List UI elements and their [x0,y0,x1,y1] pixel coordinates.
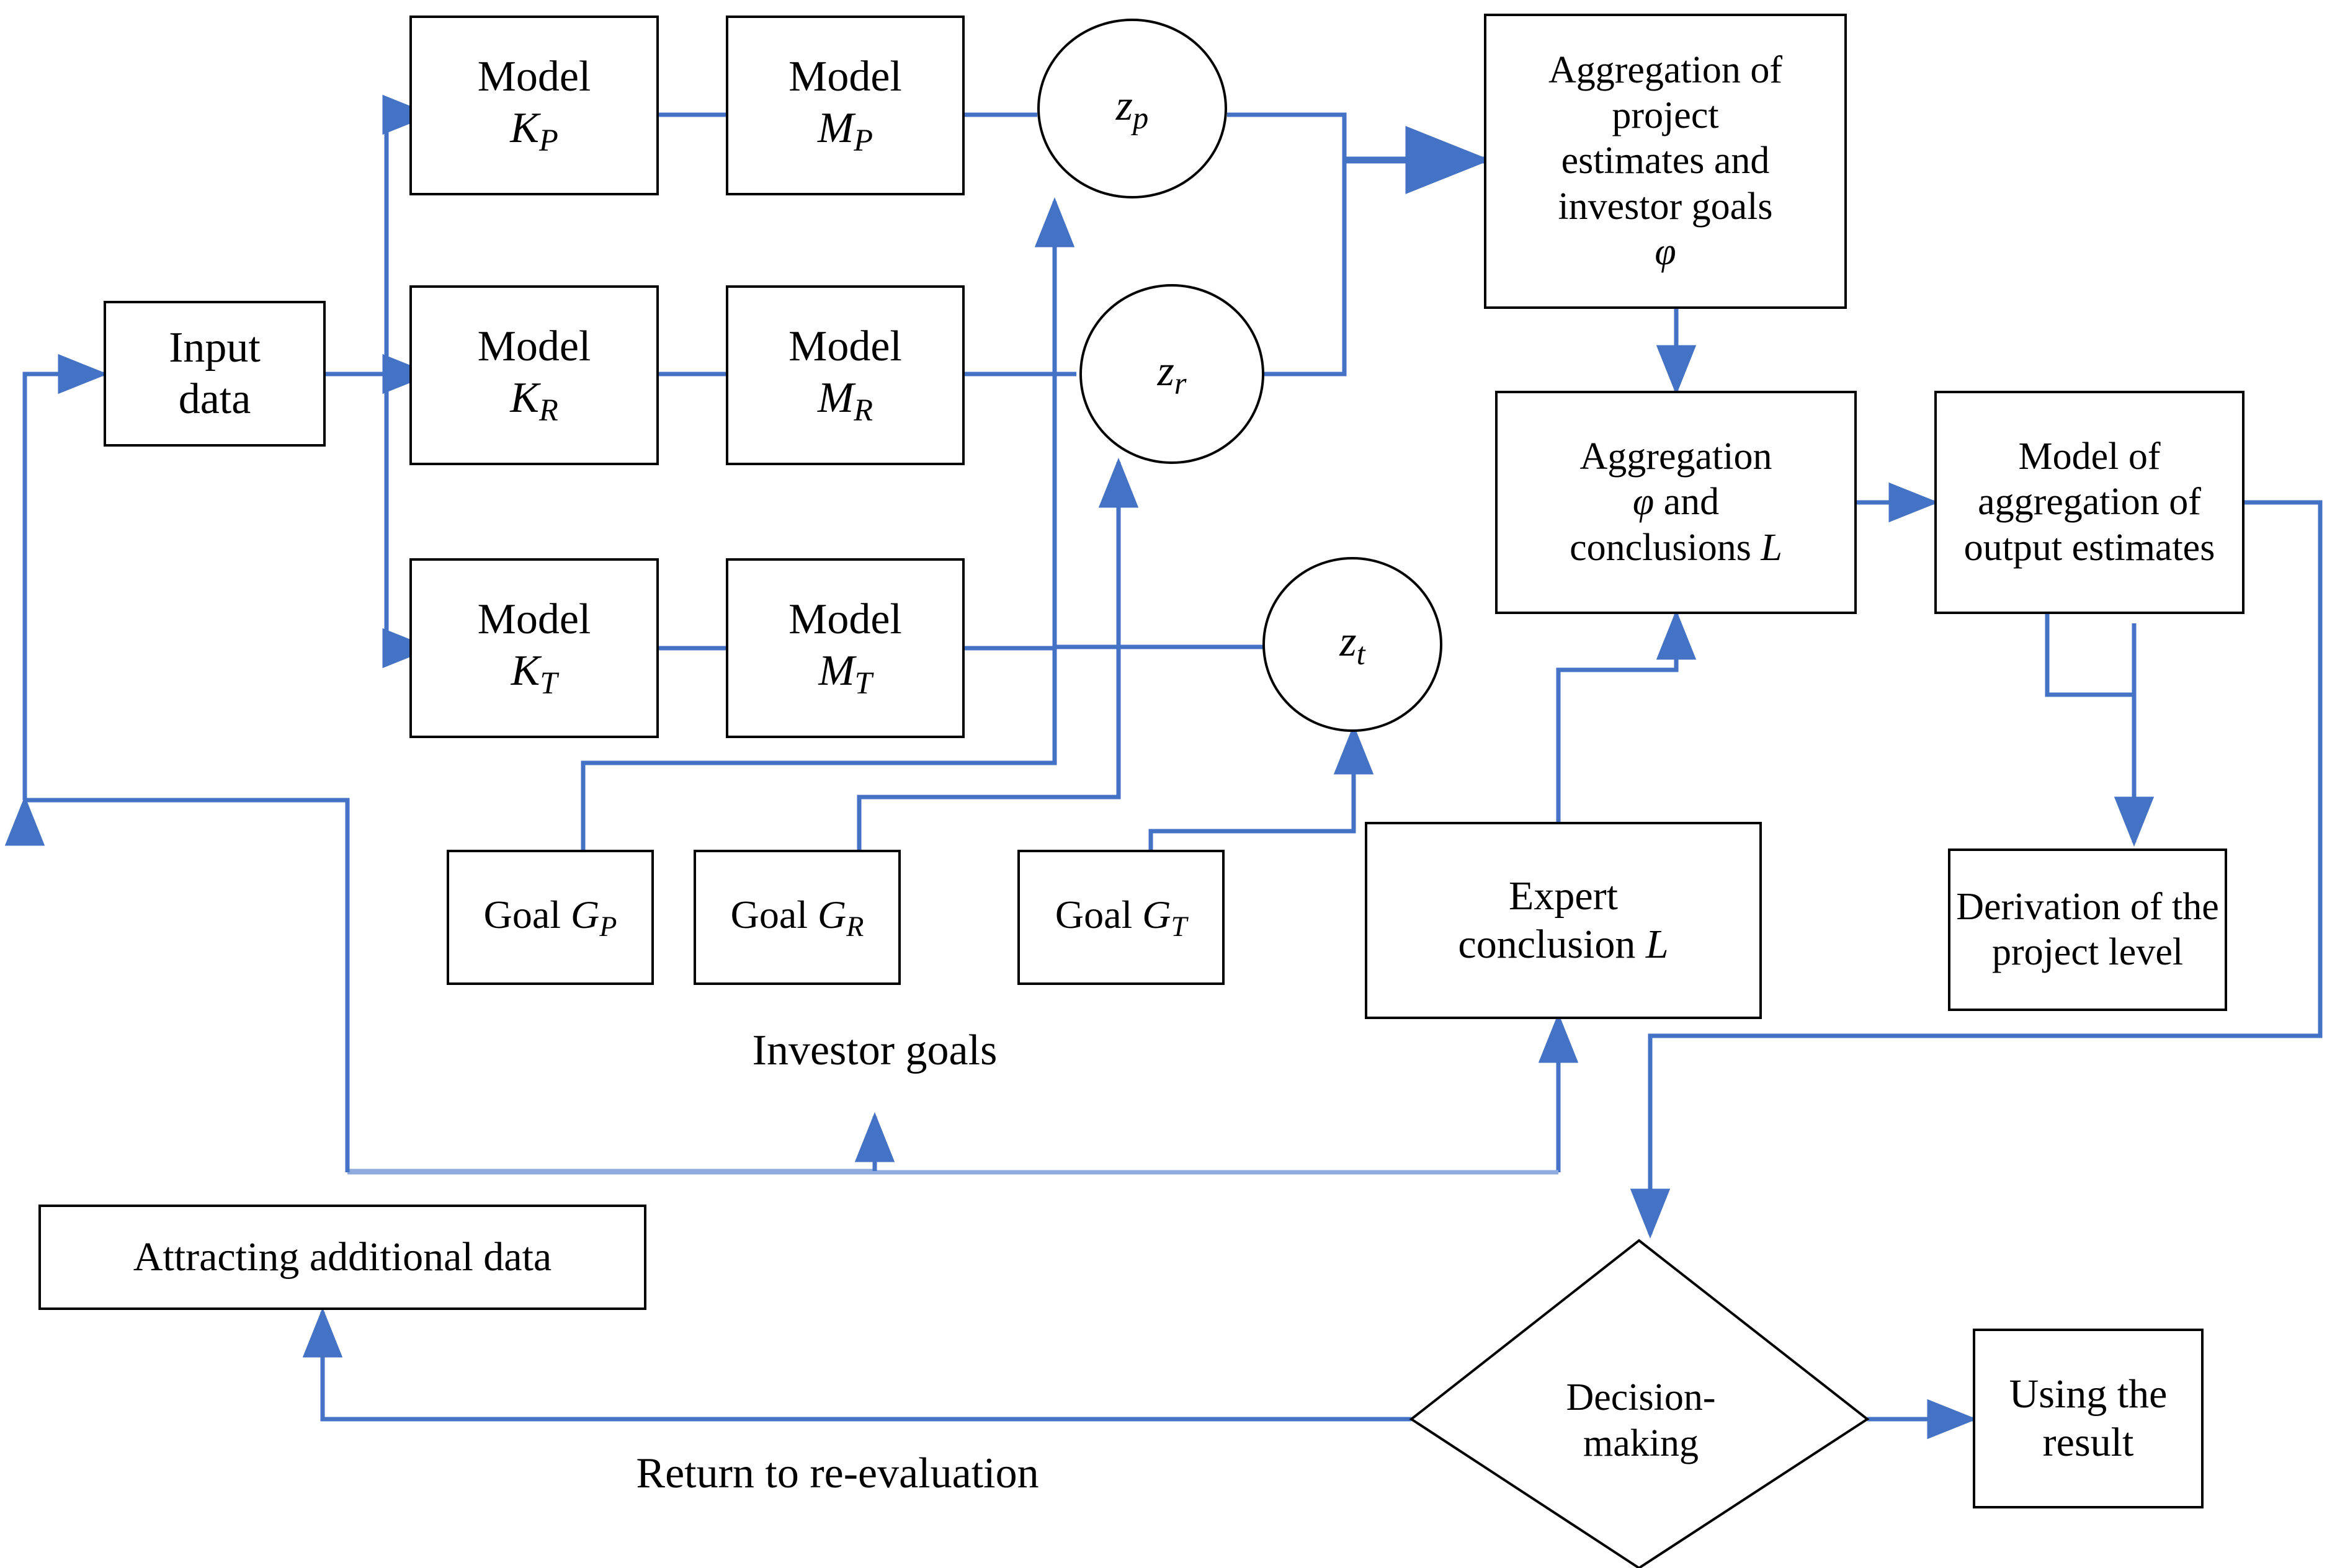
model-mp-base: M [817,104,854,152]
edge-modelout-to-derivation [2045,614,2155,847]
zt-sub: t [1356,636,1365,671]
node-aggregation-project[interactable]: Aggregation of project estimates and inv… [1484,14,1847,309]
zr-sub: r [1174,365,1187,401]
model-mp-sub: P [854,123,873,158]
zr-base: z [1157,347,1174,395]
edge-leftrail-up [25,798,350,1172]
agg-phi-symbol: φ [1632,481,1655,523]
goal-gt-base: G [1142,892,1171,937]
agg-phi-and: and [1654,481,1720,523]
node-goal-gr[interactable]: Goal GR [694,850,901,985]
edge-rightrail-down [1630,500,2323,1239]
edge-expert-to-aggphi [1556,610,1697,831]
model-mr-sub: R [854,393,873,428]
model-mp-word: Model [788,53,902,101]
model-kp-base: K [510,104,539,152]
model-mt-sub: T [854,666,872,701]
model-kt-sub: T [540,666,558,701]
zp-sub: p [1133,100,1149,135]
model-kp-word: Model [477,53,591,101]
using-l1: Using the [2009,1371,2168,1417]
agg-project-l3: estimates and [1561,140,1770,182]
edge-decision-to-attracting [302,1307,1411,1422]
node-decision-making[interactable]: Decision- making [1526,1349,1756,1492]
model-mr-word: Model [788,323,902,371]
model-kt-base: K [511,647,540,695]
edge-zr-bus [1264,160,1347,376]
agg-project-phi: φ [1655,230,1676,273]
decision-l2: making [1583,1422,1699,1464]
expert-L: L [1645,922,1669,967]
node-input-data[interactable]: Input data [104,301,326,447]
goal-gr-sub: R [846,910,864,942]
zt-base: z [1339,617,1357,666]
node-expert-conclusion[interactable]: Expert conclusion L [1365,822,1762,1019]
edge-gp-to-zp [581,197,1075,850]
node-attracting-additional-data[interactable]: Attracting additional data [38,1205,646,1310]
node-model-mp[interactable]: Model MP [726,16,965,195]
edge-gr-to-zr [857,458,1139,850]
agg-phi-l1: Aggregation [1579,435,1772,478]
node-zt[interactable]: zt [1262,557,1442,732]
node-goal-gp[interactable]: Goal GP [447,850,654,985]
derivation-l1: Derivation of the [1956,885,2219,928]
node-model-output-aggregation[interactable]: Model of aggregation of output estimates [1934,391,2244,614]
model-out-l1: Model of [2018,435,2161,478]
decision-l1: Decision- [1566,1376,1716,1419]
caption-investor-goals: Investor goals [689,1022,1061,1079]
model-kr-base: K [510,374,539,422]
model-mt-word: Model [788,595,902,644]
goal-gp-sub: P [599,910,617,942]
goal-gr-prefix: Goal [730,892,818,937]
zp-base: z [1115,81,1133,130]
agg-project-l2: project [1612,94,1719,137]
model-kr-sub: R [538,393,558,428]
edge-zp-bus [1227,112,1347,160]
node-model-kt[interactable]: Model KT [409,558,659,738]
agg-phi-conclusions: conclusions [1570,526,1761,569]
input-data-line2: data [178,375,251,423]
agg-phi-L: L [1761,526,1782,569]
expert-l1: Expert [1509,873,1618,919]
model-kp-sub: P [538,123,558,158]
goal-gp-base: G [571,892,600,937]
edge-gt-to-zt [1148,724,1374,850]
decision-diamond-shape [1409,1239,1870,1568]
goal-gt-prefix: Goal [1055,892,1143,937]
agg-project-l4: investor goals [1558,185,1773,228]
goal-gp-prefix: Goal [483,892,571,937]
node-model-kr[interactable]: Model KR [409,285,659,465]
agg-project-l1: Aggregation of [1548,49,1783,92]
input-data-line1: Input [169,323,261,372]
node-using-the-result[interactable]: Using the result [1973,1329,2204,1508]
node-model-kp[interactable]: Model KP [409,16,659,195]
node-model-mr[interactable]: Model MR [726,285,965,465]
investor-goals-text: Investor goals [752,1026,998,1074]
model-out-l2: aggregation of [1978,481,2201,523]
node-zr[interactable]: zr [1079,284,1264,464]
node-derivation-project-level[interactable]: Derivation of the project level [1948,849,2227,1011]
model-mt-base: M [818,647,855,695]
using-l2: result [2042,1420,2134,1465]
node-zp[interactable]: zp [1037,19,1227,198]
goal-gt-sub: T [1171,910,1187,942]
model-kr-word: Model [477,323,591,371]
model-out-l3: output estimates [1963,526,2215,569]
caption-return-to-re-evaluation: Return to re-evaluation [583,1445,1092,1502]
edge-loop-to-input [4,354,108,846]
node-model-mt[interactable]: Model MT [726,558,965,738]
model-mr-base: M [817,374,854,422]
return-reevaluation-text: Return to re-evaluation [636,1449,1039,1497]
goal-gr-base: G [818,892,847,937]
model-kt-word: Model [477,595,591,644]
node-goal-gt[interactable]: Goal GT [1017,850,1225,985]
expert-l2: conclusion [1458,922,1646,967]
node-aggregation-phi-l[interactable]: Aggregation φ and conclusions L [1495,391,1857,614]
derivation-l2: project level [1991,931,2184,973]
attracting-label: Attracting additional data [133,1234,552,1280]
